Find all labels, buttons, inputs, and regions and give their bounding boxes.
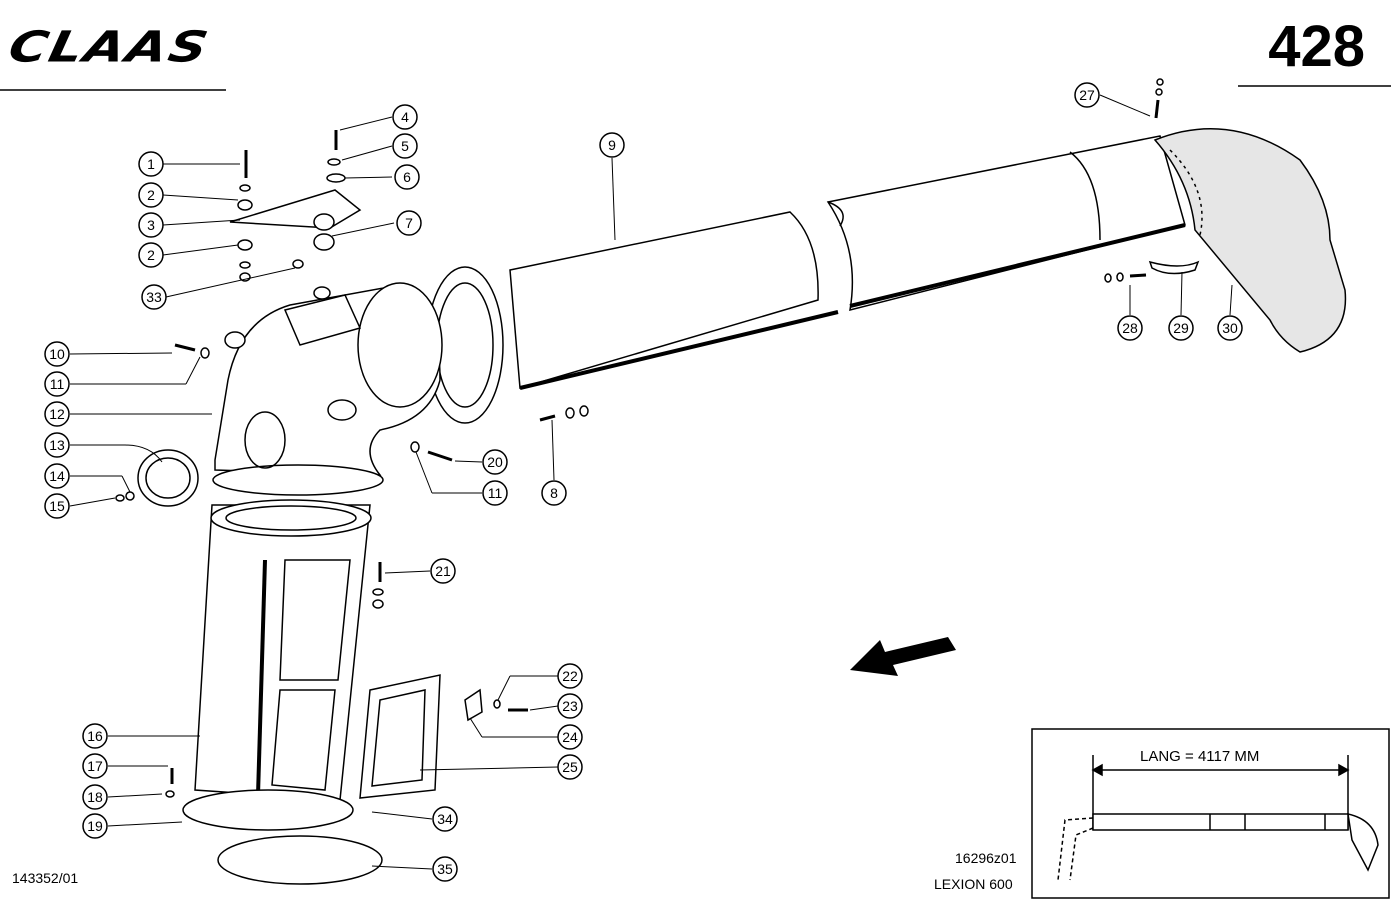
clamp-ring (137, 449, 199, 507)
callout-33: 33 (141, 284, 167, 310)
callout-label: 33 (146, 289, 162, 305)
callout-label: 5 (401, 138, 409, 154)
elbow-pipe (212, 282, 443, 496)
cover-plate-window (371, 689, 426, 787)
callout-17: 17 (82, 753, 108, 779)
inset-overview (1031, 728, 1390, 899)
callout-7: 7 (396, 210, 422, 236)
callout-label: 15 (49, 498, 65, 514)
callout-label: 24 (562, 729, 578, 745)
callout-label: 8 (550, 485, 558, 501)
callout-label: 4 (401, 109, 409, 125)
callout-3: 3 (138, 212, 164, 238)
callout-label: 28 (1122, 320, 1138, 336)
callout-label: 13 (49, 437, 65, 453)
callout-4: 4 (392, 104, 418, 130)
callout-label: 2 (147, 187, 155, 203)
callout-8: 8 (541, 480, 567, 506)
callout-11: 11 (482, 480, 508, 506)
callout-label: 19 (87, 818, 103, 834)
callout-20: 20 (482, 449, 508, 475)
callout-label: 2 (147, 247, 155, 263)
callout-label: 16 (87, 728, 103, 744)
callout-23: 23 (557, 693, 583, 719)
callout-9: 9 (599, 132, 625, 158)
vertical-tube (182, 499, 383, 885)
callout-label: 14 (49, 468, 65, 484)
callout-label: 35 (437, 861, 453, 877)
callout-29: 29 (1168, 315, 1194, 341)
page-number: 428 (1268, 14, 1365, 79)
callout-35: 35 (432, 856, 458, 882)
callout-25: 25 (557, 754, 583, 780)
callout-30: 30 (1217, 315, 1243, 341)
callout-label: 18 (87, 789, 103, 805)
callout-label: 11 (488, 485, 503, 501)
callout-label: 3 (147, 217, 155, 233)
fasteners (115, 78, 1200, 798)
document-number: 143352/01 (12, 870, 79, 886)
unloading-tube-inner (509, 211, 839, 390)
callout-label: 11 (50, 376, 65, 392)
callout-10: 10 (44, 341, 70, 367)
inset-length-label: LANG = 4117 MM (1140, 748, 1260, 765)
callout-2: 2 (138, 182, 164, 208)
model-name: LEXION 600 (934, 876, 1013, 892)
callout-12: 12 (44, 401, 70, 427)
callout-label: 21 (435, 563, 451, 579)
callout-label: 1 (147, 156, 155, 172)
unloading-tube-outer (826, 135, 1186, 312)
callout-label: 6 (403, 169, 411, 185)
callout-label: 29 (1173, 320, 1189, 336)
callout-27: 27 (1074, 82, 1100, 108)
callout-label: 25 (562, 759, 578, 775)
callout-15: 15 (44, 493, 70, 519)
outlet-spout (1153, 128, 1347, 353)
callout-2: 2 (138, 242, 164, 268)
callout-34: 34 (432, 806, 458, 832)
callout-21: 21 (430, 558, 456, 584)
callout-label: 20 (487, 454, 503, 470)
callout-label: 10 (49, 346, 65, 362)
callout-13: 13 (44, 432, 70, 458)
callout-18: 18 (82, 784, 108, 810)
callout-label: 7 (405, 215, 413, 231)
callout-16: 16 (82, 723, 108, 749)
drawing-number: 16296z01 (955, 850, 1017, 866)
callout-11: 11 (44, 371, 70, 397)
callout-5: 5 (392, 133, 418, 159)
callout-1: 1 (138, 151, 164, 177)
callout-label: 23 (562, 698, 578, 714)
callout-24: 24 (557, 724, 583, 750)
callout-label: 9 (608, 137, 616, 153)
callout-label: 27 (1079, 87, 1095, 103)
callout-6: 6 (394, 164, 420, 190)
callout-14: 14 (44, 463, 70, 489)
callout-28: 28 (1117, 315, 1143, 341)
callout-22: 22 (557, 663, 583, 689)
leader-lines (69, 94, 1233, 870)
callout-19: 19 (82, 813, 108, 839)
callout-label: 12 (49, 406, 65, 422)
callout-label: 34 (437, 811, 453, 827)
callout-label: 30 (1222, 320, 1238, 336)
callout-label: 17 (87, 758, 103, 774)
direction-arrow (850, 637, 956, 676)
callout-label: 22 (562, 668, 578, 684)
